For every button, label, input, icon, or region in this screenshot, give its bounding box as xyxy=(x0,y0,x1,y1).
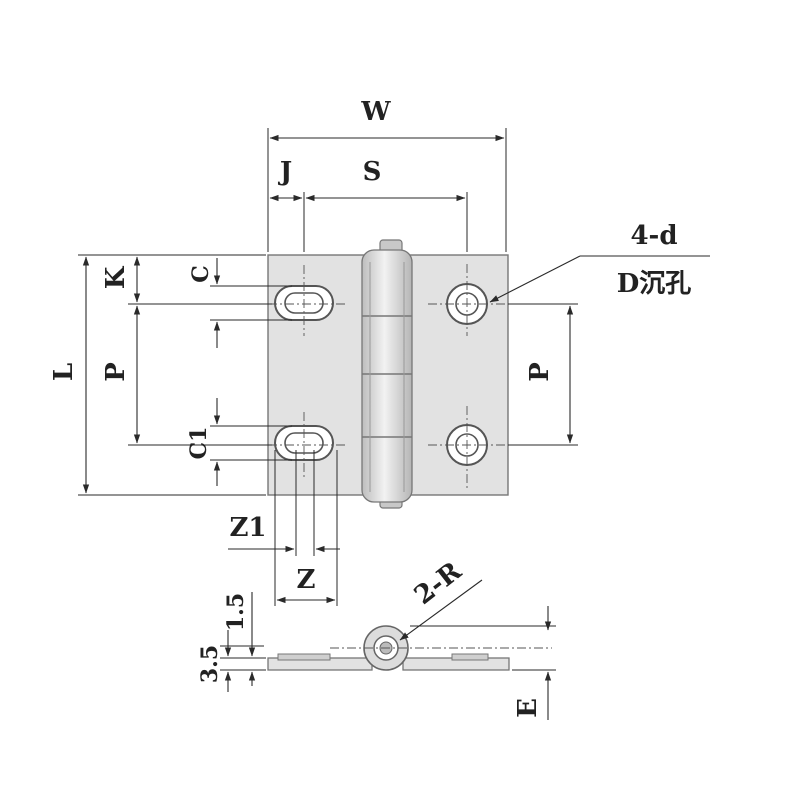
label-D-countersink: D沉孔 xyxy=(617,269,692,299)
dimension-J-S: J S xyxy=(269,157,468,252)
callout-2-R: 2-R xyxy=(399,556,483,641)
dimension-Z1: Z1 xyxy=(228,450,340,556)
label-Z1: Z1 xyxy=(229,513,266,543)
label-C: C xyxy=(188,265,214,283)
dimension-E: E xyxy=(410,606,556,720)
label-4-d: 4-d xyxy=(630,221,677,251)
label-K: K xyxy=(101,265,131,289)
dimension-Z: Z xyxy=(274,450,338,606)
hinge-side-view xyxy=(267,625,552,671)
label-L: L xyxy=(49,363,79,381)
label-3-5: 3.5 xyxy=(197,645,223,683)
dimension-1-5-3-5: 1.5 3.5 xyxy=(197,592,266,692)
label-J: J xyxy=(278,157,292,187)
label-E: E xyxy=(513,698,543,718)
dimension-P-right: P xyxy=(508,303,578,446)
hinge-knuckle xyxy=(361,239,413,509)
label-W: W xyxy=(360,97,391,127)
dimension-K-P-left: K P xyxy=(101,256,272,446)
center-lines xyxy=(268,264,508,490)
label-2-R: 2-R xyxy=(409,556,468,611)
dimension-C1: C1 xyxy=(186,398,292,486)
label-C1: C1 xyxy=(186,427,212,460)
label-P-left: P xyxy=(101,362,131,382)
hinge-top-view xyxy=(267,239,509,509)
dimension-C: C xyxy=(188,258,292,348)
label-1-5: 1.5 xyxy=(223,593,249,631)
dimension-W: W xyxy=(267,97,507,252)
dimension-L: L xyxy=(49,254,266,496)
label-S: S xyxy=(363,157,382,187)
label-P-right: P xyxy=(525,362,555,382)
callout-countersunk: 4-d D沉孔 xyxy=(489,221,710,303)
label-Z: Z xyxy=(297,565,316,595)
